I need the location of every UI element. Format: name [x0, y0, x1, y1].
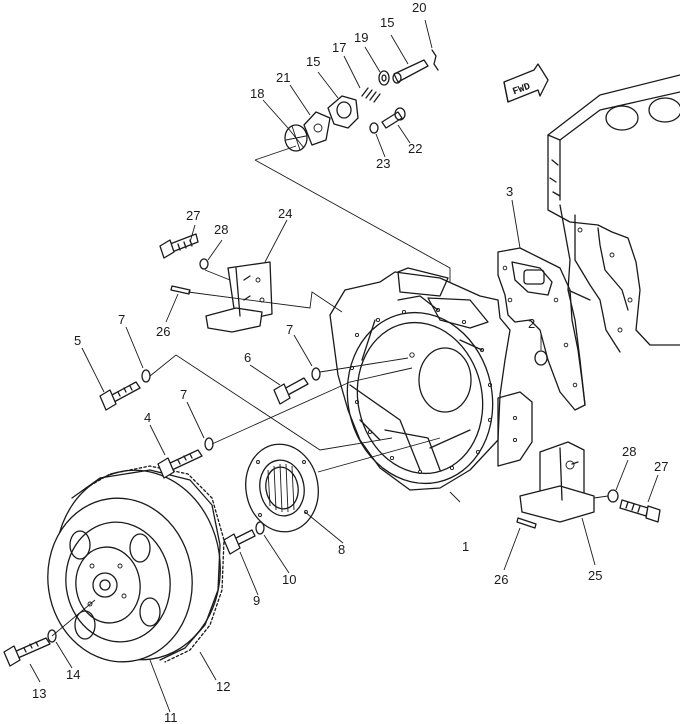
callout-22: 22: [408, 141, 422, 156]
callout-8: 8: [338, 542, 345, 557]
fwd-arrow-icon: FWD: [503, 63, 549, 103]
bolt-6: [273, 377, 309, 405]
washer-28-right: [607, 489, 619, 503]
engine-mount-left: [205, 261, 273, 333]
callout-18: 18: [250, 86, 264, 101]
callout-9: 9: [253, 593, 260, 608]
callout-25: 25: [588, 568, 602, 583]
flywheel-housing: [329, 267, 533, 491]
callout-numbers: 1 2 3 4 5 6 7 7 7 8 9 10 11 12 13 14 15 …: [32, 0, 668, 724]
callout-5: 5: [74, 333, 81, 348]
bolt-27-right: [619, 499, 661, 523]
callout-leaders: [29, 19, 659, 713]
engine-block: [547, 74, 680, 406]
washer-7-c: [204, 437, 214, 451]
callout-17: 17: [332, 40, 346, 55]
washer-7-b: [311, 367, 321, 381]
washer-7-a: [141, 369, 151, 383]
oil-seal: [245, 443, 319, 533]
callout-26-a: 26: [156, 324, 170, 339]
flywheel: [47, 469, 221, 663]
washer-10: [255, 521, 265, 535]
callout-6: 6: [244, 350, 251, 365]
pin-26-left: [170, 285, 191, 295]
bolt-4: [157, 449, 203, 479]
pin-26-right: [516, 517, 537, 529]
assembly-lines: [51, 145, 609, 637]
callout-10: 10: [282, 572, 296, 587]
callout-7-a: 7: [118, 312, 125, 327]
callout-3: 3: [506, 184, 513, 199]
gasket: [497, 247, 586, 411]
callout-4: 4: [144, 410, 151, 425]
callout-27-a: 27: [186, 208, 200, 223]
callout-15-a: 15: [306, 54, 320, 69]
bolt-9: [223, 529, 256, 555]
callout-26-b: 26: [494, 572, 508, 587]
callout-7-b: 7: [286, 322, 293, 337]
callout-1: 1: [462, 539, 469, 554]
engine-mount-right: [519, 441, 595, 523]
fwd-label: FWD: [511, 82, 532, 98]
callout-23: 23: [376, 156, 390, 171]
sensor-assembly: [284, 49, 439, 152]
washer-14: [47, 629, 57, 643]
bolt-13: [3, 637, 51, 667]
o-ring: [534, 350, 548, 366]
callout-11: 11: [164, 710, 178, 724]
callout-7-c: 7: [180, 387, 187, 402]
bolt-5: [99, 381, 141, 411]
callout-2: 2: [528, 316, 535, 331]
washer-28-left: [199, 258, 209, 270]
callout-13: 13: [32, 686, 46, 701]
callout-28-a: 28: [214, 222, 228, 237]
callout-20: 20: [412, 0, 426, 15]
callout-28-b: 28: [622, 444, 636, 459]
callout-12: 12: [216, 679, 230, 694]
ring-gear: [85, 465, 225, 663]
callout-27-b: 27: [654, 459, 668, 474]
callout-24: 24: [278, 206, 292, 221]
callout-15-b: 15: [380, 15, 394, 30]
callout-19: 19: [354, 30, 368, 45]
bolt-27-left: [159, 233, 199, 259]
callout-21: 21: [276, 70, 290, 85]
callout-14: 14: [66, 667, 80, 682]
